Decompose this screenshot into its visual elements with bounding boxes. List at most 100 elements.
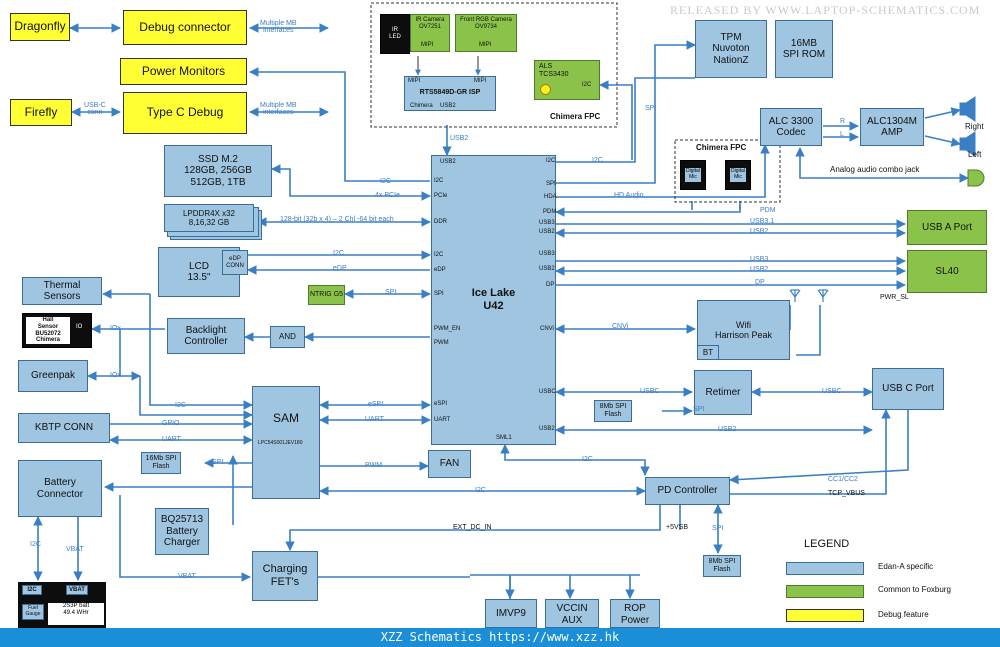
pin-label: MIPI (408, 78, 421, 84)
bt-block: BT (697, 345, 719, 360)
usb-a-port-block: USB A Port (907, 210, 987, 245)
pin-label: SPI (434, 291, 444, 297)
signal-label: USB2 (718, 426, 737, 433)
signal-label: I2C (475, 487, 486, 494)
chimera-fpc-label: Chimera FPC (550, 112, 601, 121)
legend-swatch (786, 562, 864, 575)
legend-swatch (786, 585, 864, 598)
signal-label: L (840, 131, 844, 138)
analog-jack-label: Analog audio combo jack (830, 165, 920, 174)
sam-block: SAM (252, 386, 320, 499)
pin-label: I2C (582, 82, 592, 88)
signal-label: 4x PCIe (375, 192, 400, 199)
signal-label: UART (162, 436, 181, 443)
legend-label: Common to Foxburg (878, 585, 951, 594)
pin-label: CNVi (540, 326, 554, 332)
digital-mic-1: Digital Mic (680, 160, 706, 190)
signal-label: USB3.1 (750, 218, 775, 225)
signal-label: TCP_VBUS (828, 490, 865, 497)
pin-label: USB2 (539, 229, 555, 235)
signal-label: I2C (175, 402, 186, 409)
signal-label: SPI (712, 525, 724, 532)
dragonfly-block: Dragonfly (10, 13, 70, 41)
signal-label: SPI (693, 406, 705, 413)
signal-label: EXT_DC_IN (453, 524, 492, 531)
signal-label: I2C (582, 456, 593, 463)
legend-label: Edan-A specific (878, 562, 934, 571)
signal-label: R (840, 118, 846, 125)
pin-label: PDM (543, 209, 557, 215)
signal-label: PWM (365, 462, 383, 469)
ssd-block: SSD M.2 128GB, 256GB 512GB, 1TB (164, 145, 272, 197)
signal-label: HD Audio (614, 192, 644, 199)
isp-block: RTS5849D-GR ISP (404, 76, 496, 111)
signal-label: IOx (110, 372, 121, 379)
vccin-aux-block: VCCIN AUX (545, 599, 599, 628)
usb-c-port-block: USB C Port (872, 368, 944, 410)
spi-flash-8mb-pd-block: 8Mb SPI Flash (703, 555, 741, 577)
imvp9-block: IMVP9 (485, 599, 537, 628)
spi-flash-16mb-block: 16Mb SPI Flash (141, 452, 181, 474)
greenpak-block: Greenpak (18, 360, 88, 392)
edp-conn-block: eDP CONN (222, 250, 248, 275)
pin-label: USB3 (539, 220, 555, 226)
signal-label: CC1/CC2 (828, 476, 858, 483)
signal-label: IOx (110, 325, 121, 332)
signal-label: I2C (380, 178, 391, 185)
battery-vbat-pin: VBAT (66, 585, 88, 595)
pin-label: HDA (544, 194, 557, 200)
signal-label: DP (755, 279, 765, 286)
pin-label: I2C (546, 158, 556, 164)
pin-label: DDR (434, 219, 447, 225)
ir-led-block: IR LED (380, 14, 410, 54)
signal-label: USB-C conn (84, 102, 106, 116)
pin-label: eSPI (434, 401, 448, 407)
pin-label: MIPI (474, 78, 487, 84)
pin-label: USB2 (440, 159, 456, 165)
battery-label: 2S3P batt 49.4 WHr (48, 603, 104, 625)
sl40-block: SL40 (907, 250, 987, 293)
speaker-left-label: Left (968, 150, 982, 159)
fan-block: FAN (428, 450, 471, 478)
signal-label: GPIO (162, 420, 180, 427)
pin-label: I2C (434, 252, 444, 258)
signal-label: UART (365, 416, 384, 423)
sam-part-label: LPC54S001JEV180 (258, 440, 303, 446)
lpddr-block: LPDDR4X x32 8,16,32 GB (164, 204, 254, 232)
and-gate-block: AND (270, 326, 305, 348)
signal-label: +5VSB (666, 524, 688, 531)
legend-label: Debug feature (878, 610, 929, 619)
battery-connector-block: Battery Connector (18, 460, 102, 517)
thermal-sensors-block: Thermal Sensors (22, 277, 102, 305)
pin-label: USB2 (539, 426, 555, 432)
pin-label: MIPI (479, 42, 492, 48)
pin-label: IO (76, 324, 83, 330)
pin-label: USB2 (539, 266, 555, 272)
typec-debug-block: Type C Debug (123, 92, 247, 134)
signal-label: USBC (640, 388, 660, 395)
signal-label: USB2 (750, 266, 769, 273)
legend-swatch (786, 609, 864, 622)
pin-label: SPI (546, 181, 556, 187)
signal-label: USB2 (450, 135, 469, 142)
signal-label: USBC (822, 388, 842, 395)
pin-label: UART (434, 417, 451, 423)
signal-label: eSPI (368, 401, 384, 408)
kbtp-conn-block: KBTP CONN (18, 413, 110, 443)
signal-label: SPI (645, 105, 657, 112)
retimer-block: Retimer (694, 370, 752, 415)
signal-label: USB3 (750, 256, 769, 263)
watermark: RELEASED BY WWW.LAPTOP-SCHEMATICS.COM (670, 3, 981, 17)
pin-label: SML1 (496, 435, 512, 441)
pin-label: DP (546, 282, 555, 288)
pin-label: USBC (539, 389, 556, 395)
legend-title: LEGEND (804, 538, 850, 550)
spi-flash-8mb-retimer-block: 8Mb SPI Flash (594, 400, 632, 422)
signal-label: Multiple MB interfaces (260, 102, 297, 116)
pin-label: USB2 (440, 103, 456, 109)
signal-label: VBAT (178, 573, 196, 580)
front-rgb-camera-block: Front RGB Camera OV9734 (455, 14, 517, 52)
backlight-controller-block: Backlight Controller (167, 318, 245, 354)
pwr-sl-label: PWR_SL (880, 294, 909, 301)
